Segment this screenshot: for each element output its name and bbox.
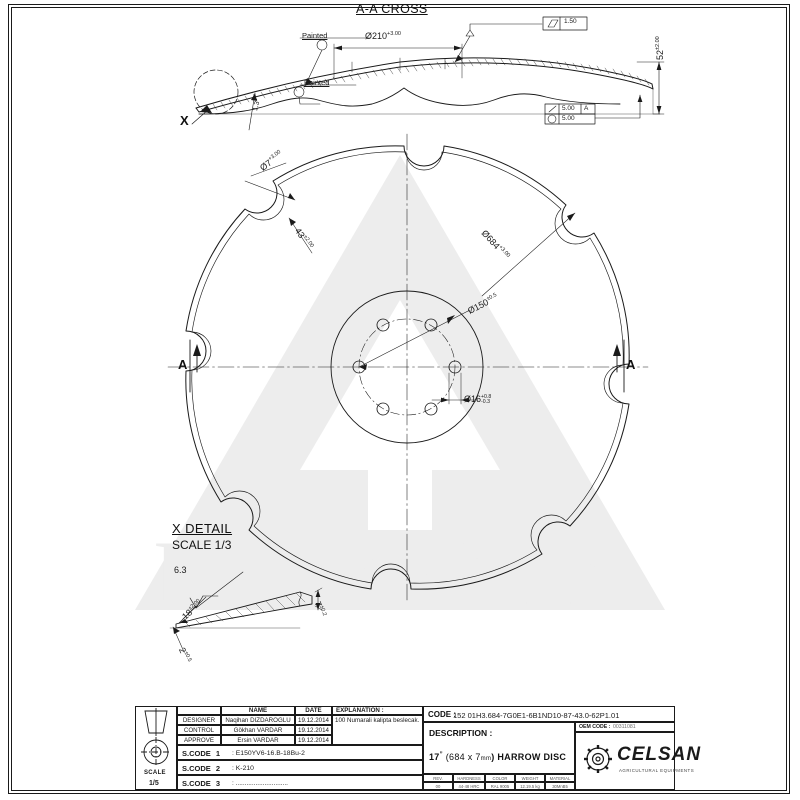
role-date-approve: 19.12.2014 xyxy=(295,735,332,745)
cross-height-dimension: 52±2.00 xyxy=(655,36,665,60)
oem-code-label: OEM CODE : xyxy=(579,724,611,730)
hole-diameter-value: Ø16 xyxy=(464,394,482,404)
name-header: NAME xyxy=(221,706,295,715)
company-tagline: AGRICULTURAL EQUIPMENTS xyxy=(619,768,695,773)
spec-value-material: 30MnB5 xyxy=(545,782,575,790)
painted-label-2: Painted xyxy=(304,78,330,87)
section-marker-left: A xyxy=(178,357,188,372)
scode-row-1 xyxy=(177,745,423,760)
spec-value-hardness: 44-48 HRC xyxy=(453,782,485,790)
explanation-text: 100 Numarali kalipta beslecak. xyxy=(335,717,420,724)
role-date-control: 19.12.2014 xyxy=(295,725,332,735)
title-block: SCALE 1/5 NAME DATE EXPLANATION : DESIGN… xyxy=(135,706,700,790)
role-header-cell xyxy=(177,706,221,715)
explanation-header: EXPLANATION : xyxy=(332,706,423,715)
datum-letter: A xyxy=(584,105,589,112)
x-detail-title: X DETAIL xyxy=(172,521,233,536)
flatness-value: 1.50 xyxy=(564,18,577,25)
scale-label: SCALE xyxy=(144,770,166,776)
spec-header-hardness: HARDNESS xyxy=(453,774,485,782)
code-row xyxy=(423,706,675,722)
company-name: CELSAN xyxy=(617,744,702,765)
hole-tolerance-lower: -0.3 xyxy=(481,398,490,405)
hole-diameter-dimension: Ø16 +0.8 -0.3 xyxy=(464,394,491,405)
scode-label-3: S.CODE 3 xyxy=(182,779,221,788)
scode-label-2: S.CODE 2 xyxy=(182,764,221,773)
code-label: CODE : xyxy=(428,710,456,719)
scode-row-3 xyxy=(177,775,423,790)
cross-section-title: A-A CROSS xyxy=(356,2,428,16)
explanation-box xyxy=(332,715,423,745)
spec-header-weight: WEIGHT xyxy=(515,774,545,782)
hole-tolerance-upper: +0.8 xyxy=(481,393,492,400)
scale-value: 1/5 xyxy=(149,780,159,787)
sheet-border-inner xyxy=(11,7,787,791)
role-label-designer: DESIGNER xyxy=(177,715,221,725)
role-name-designer: Naqihan DIZDAROGLU xyxy=(221,715,295,725)
scode-value-1: : E150YV6-16.B-18Bu-2 xyxy=(232,750,305,757)
section-marker-right: A xyxy=(626,357,636,372)
flat-diameter-tolerance: +3.00 xyxy=(387,31,401,37)
gear-icon xyxy=(584,745,612,773)
runout-value-2: 5.00 xyxy=(562,115,575,122)
x-callout-letter: X xyxy=(180,113,189,128)
projection-scale-column xyxy=(135,706,177,790)
oem-code-value: 00311081 xyxy=(613,724,636,730)
role-date-designer: 19.12.2014 xyxy=(295,715,332,725)
spec-header-material: MATERIAL xyxy=(545,774,575,782)
scode-row-2 xyxy=(177,760,423,775)
spec-header-color: COLOR xyxy=(485,774,515,782)
role-name-approve: Ersin VARDAR xyxy=(221,735,295,745)
cross-height-tolerance: ±2.00 xyxy=(655,36,661,50)
runout-value-1: 5.00 xyxy=(562,105,575,112)
flat-diameter-value: Ø210 xyxy=(365,31,388,41)
cross-height-value: 52 xyxy=(655,49,665,60)
scode-value-2: : K-210 xyxy=(232,765,254,772)
oem-code-row xyxy=(575,722,675,732)
scode-value-3: : ............................. xyxy=(232,780,288,787)
description-label: DESCRIPTION : xyxy=(429,728,493,738)
role-name-control: Gökhan VARDAR xyxy=(221,725,295,735)
flat-diameter-dimension: Ø210+3.00 xyxy=(365,31,401,41)
company-logo-box xyxy=(575,732,675,790)
scode-label-1: S.CODE 1 xyxy=(182,749,221,758)
spec-value-rev: 00 xyxy=(423,782,453,790)
surface-finish-value: 6.3 xyxy=(174,565,187,575)
date-header: DATE xyxy=(295,706,332,715)
sheet-border-outer xyxy=(8,4,790,794)
painted-label-1: Painted xyxy=(302,31,328,40)
first-angle-projection-symbol xyxy=(141,708,171,767)
role-label-approve: APPROVE xyxy=(177,735,221,745)
x-detail-scale: SCALE 1/3 xyxy=(172,538,232,552)
code-value: 152 01H3.684-7G0E1-6B1ND10-87-43.0-62P1.… xyxy=(453,711,620,720)
description-box xyxy=(423,722,575,774)
role-label-control: CONTROL xyxy=(177,725,221,735)
spec-value-color: RAL 9005 xyxy=(485,782,515,790)
description-value: 17” (684 x 7mm) HARROW DISC xyxy=(429,752,567,762)
spec-header-rev: REV. xyxy=(423,774,453,782)
spec-value-weight: 12.19.5 kg xyxy=(515,782,545,790)
